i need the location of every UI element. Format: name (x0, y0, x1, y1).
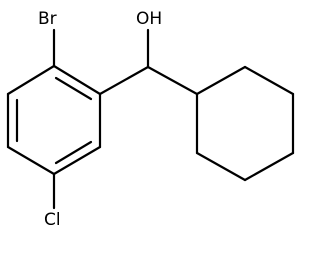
structure-canvas: Br OH Cl (6, 9, 295, 230)
cyclohexane-bond-4 (243, 151, 295, 182)
bond-c2-ch (98, 65, 150, 96)
atom-label-cl: Cl (44, 210, 61, 230)
molecule-structure: Br OH Cl (6, 9, 295, 230)
cyclohexane-bond-1 (195, 65, 247, 96)
ring-bond-c3-c4 (52, 145, 102, 176)
ring-double-bond-inner-1 (54, 76, 93, 101)
ring-bond-c1-c2 (52, 64, 102, 96)
ring-double-bond-inner-2 (54, 140, 93, 165)
cyclohexane-bond-5 (195, 151, 247, 182)
atom-label-oh: OH (136, 9, 162, 29)
ring-bond-c4-c5 (6, 145, 56, 176)
cyclohexane-bond-2 (243, 65, 295, 96)
ring-bond-c6-c1 (6, 64, 56, 96)
bond-ch-cyclohexyl (146, 65, 199, 96)
atom-label-br: Br (38, 9, 57, 29)
